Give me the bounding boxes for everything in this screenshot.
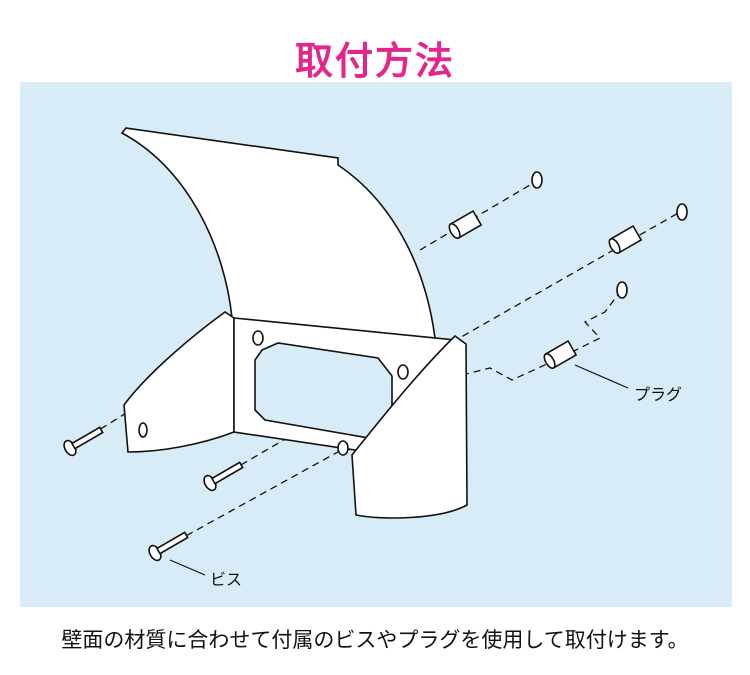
- screw-icons: [63, 426, 244, 562]
- screw-label: ビス: [210, 570, 243, 589]
- holder-right-cap: [351, 334, 468, 519]
- toilet-paper-holder: [120, 127, 468, 519]
- plug-label: プラグ: [634, 385, 683, 404]
- wall-hole-icons: [531, 171, 688, 299]
- page-title: 取付方法: [294, 39, 455, 83]
- holder-cover: [120, 127, 436, 339]
- caption: 壁面の材質に合わせて付属のビスやプラグを使用して取付けます。: [61, 628, 689, 652]
- plug-icons: [448, 209, 643, 370]
